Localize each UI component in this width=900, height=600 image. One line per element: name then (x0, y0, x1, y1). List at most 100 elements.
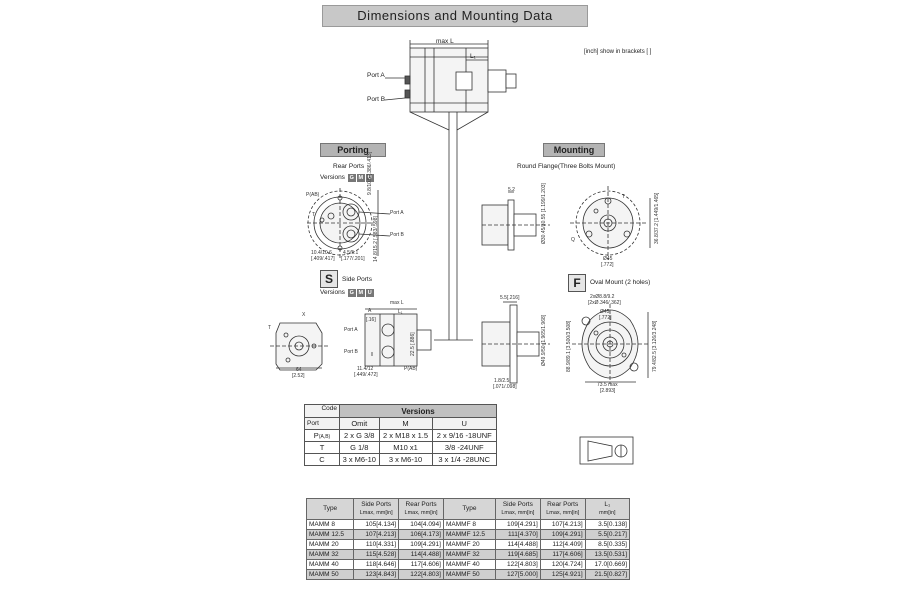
om-dim-2-in: [.772] (599, 315, 612, 321)
oval-mount-front-drawing (572, 304, 649, 384)
main-motor-drawing (384, 40, 517, 341)
rear-port-a-label: Port A (390, 210, 404, 216)
rf-dim-4: 36.8/37.2 [1.449/1.465] (654, 192, 660, 244)
versions-header: Versions (339, 404, 497, 418)
rear-ports-drawing (307, 188, 391, 258)
side-dim-11-in: [.449/.472] (354, 372, 378, 378)
dims-cell: MAMMF 12.5 (442, 529, 496, 540)
oval-mount-title: Oval Mount (2 holes) (590, 279, 651, 286)
rear-dim-3: 4.5/5.1 (343, 250, 359, 256)
rear-pab-label: P(AB) (306, 192, 320, 198)
cell: 2 x M18 x 1.5 (378, 429, 433, 442)
dims-cell: 106[4.173] (398, 529, 444, 540)
dims-header-0: Type (305, 498, 355, 520)
port-c: C (304, 453, 340, 466)
main-port-a: Port A (367, 72, 385, 79)
dims-cell: MAMM 40 (305, 559, 355, 570)
side-ports-letter: S (320, 270, 338, 288)
rear-t-label: T (312, 212, 316, 218)
dims-cell: 119[4.685] (494, 549, 541, 560)
om-dim-6-in: [.071/.098] (493, 384, 517, 390)
col-m: M (378, 417, 433, 430)
code-cell: Code (304, 404, 340, 418)
dims-cell: 112[4.409] (539, 539, 586, 550)
side-x-label: X (302, 312, 306, 318)
dims-cell: 127[5.000] (494, 569, 541, 580)
side-versions-label: Versions (320, 289, 345, 296)
main-l1: L₁ (470, 53, 476, 60)
port-p: P(A,B) (304, 429, 340, 442)
oval-mount-side-drawing (481, 301, 550, 384)
symbol-drawing (579, 436, 634, 465)
cell: G 1/8 (339, 441, 380, 454)
dims-cell: MAMMF 40 (442, 559, 496, 570)
rear-ports-title: Rear Ports (333, 163, 365, 170)
cell: 3/8 -24UNF (431, 441, 497, 454)
rf-dim-1: 5.2 (508, 187, 515, 193)
om-dim-4: 73.5 max (597, 382, 618, 388)
om-dim-7: Ø49.9/50 [1.965/1.968] (541, 314, 547, 366)
dims-cell: 105[4.134] (353, 519, 400, 530)
dims-cell: 104[4.094] (398, 519, 444, 530)
side-version-badge-m: M (356, 289, 365, 297)
cell: M10 x1 (378, 441, 433, 454)
side-dim-11: 11.4/12 (357, 366, 374, 372)
side-a-label: A (368, 308, 372, 314)
side-dim-64: 64 (296, 367, 302, 373)
dims-cell: 13.5[0.531] (584, 549, 631, 560)
side-version-badge-g: G (347, 289, 356, 297)
side-t-label: T (268, 325, 272, 331)
dims-cell: 115[4.528] (353, 549, 400, 560)
rf-dim-3: Ø45 (603, 256, 613, 262)
dims-cell: MAMMF 32 (442, 549, 496, 560)
dims-cell: 123[4.843] (353, 569, 400, 580)
dims-cell: 118[4.646] (353, 559, 400, 570)
cell: 3 x M6-10 (339, 453, 380, 466)
dims-cell: 120[4.724] (539, 559, 586, 570)
dims-cell: 117[4.606] (398, 559, 444, 570)
dims-cell: 122[4.803] (494, 559, 541, 570)
dims-cell: 125[4.921] (539, 569, 586, 580)
col-u: U (431, 417, 497, 430)
porting-tag: Porting (320, 143, 386, 157)
code-label: Code (321, 405, 337, 412)
rear-dim-4: 14.8/15.2 [.583/.598] (373, 216, 379, 262)
port-label: Port (304, 417, 340, 430)
round-flange-title: Round Flange(Three Bolts Mount) (517, 163, 616, 170)
table-row: C 3 x M6-10 3 x M6-10 3 x 1/4 -28UNC (304, 453, 497, 466)
rf-t-label: T (622, 194, 626, 200)
rear-dim-2: 10.4/10.6 (311, 250, 332, 256)
rear-dim-1: 9.8/10.5 [.386/.413] (367, 151, 373, 195)
dims-cell: MAMM 50 (305, 569, 355, 580)
rf-dim-2: Ø30.45/30.55 [1.199/1.203] (541, 183, 547, 244)
side-port-a: Port A (344, 327, 358, 333)
rear-port-b-label: Port B (390, 232, 404, 238)
oval-mount-letter: F (568, 274, 586, 292)
version-badge-u: U (365, 174, 374, 182)
dims-cell: 17.0[0.669] (584, 559, 631, 570)
dims-cell: 114[4.488] (494, 539, 541, 550)
side-ports-side-drawing (270, 322, 330, 371)
porting-versions-label: Versions (320, 174, 345, 181)
version-badge-g: G (347, 174, 356, 182)
dims-cell: 107[4.213] (353, 529, 400, 540)
cell: 3 x M6-10 (378, 453, 433, 466)
cell: 2 x G 3/8 (339, 429, 380, 442)
dims-cell: 111[4.370] (494, 529, 541, 540)
dims-cell: 110[4.331] (353, 539, 400, 550)
round-flange-side-drawing (481, 191, 550, 251)
table-row: T G 1/8 M10 x1 3/8 -24UNF (304, 441, 497, 454)
dims-cell: MAMM 32 (305, 549, 355, 560)
cell: 3 x 1/4 -28UNC (431, 453, 497, 466)
table-row: P(A,B) 2 x G 3/8 2 x M18 x 1.5 2 x 9/16 … (304, 429, 497, 442)
dims-cell: MAMMF 20 (442, 539, 496, 550)
